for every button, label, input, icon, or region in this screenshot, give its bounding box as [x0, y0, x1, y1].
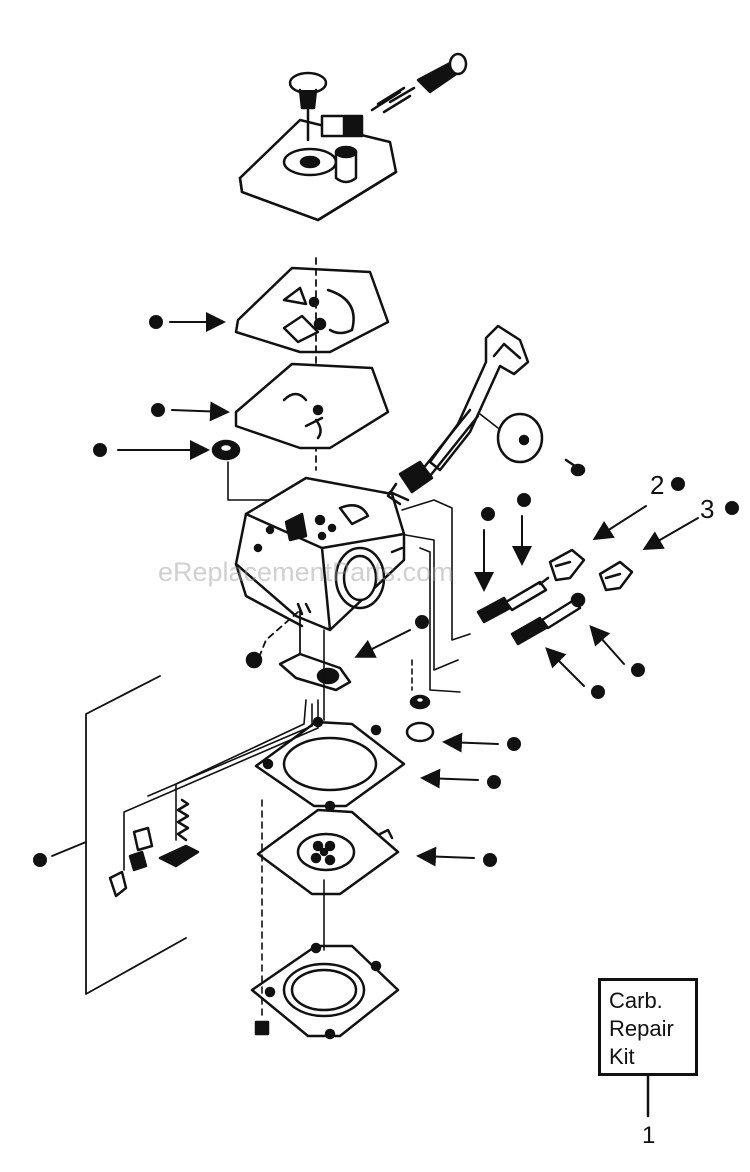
carb-repair-kit-label: Carb. Repair Kit — [609, 988, 674, 1069]
welch-plug — [405, 721, 435, 743]
callout-label-2: 2 — [650, 470, 665, 500]
callout-label-3: 3 — [700, 494, 715, 524]
low-speed-needle — [510, 592, 586, 646]
throttle-plate — [479, 412, 544, 464]
carb-repair-kit-box: Carb. Repair Kit — [598, 978, 698, 1076]
carburetor-body — [234, 476, 406, 632]
leader-arrows — [117, 312, 699, 867]
callout-dots — [33, 315, 739, 867]
metering-lever — [278, 629, 352, 721]
limiter-cap-2 — [548, 548, 586, 582]
metering-diaphragm — [256, 808, 400, 896]
pump-cover — [238, 118, 398, 222]
throttle-shaft — [386, 324, 530, 506]
primer-bulb — [288, 71, 328, 142]
metering-spring — [176, 798, 190, 842]
metering-lever-pin — [132, 826, 154, 852]
inlet-needle — [128, 850, 148, 872]
callout-label-1: 1 — [642, 1122, 656, 1149]
watermark-text: eReplacementParts.com — [158, 557, 454, 587]
high-speed-needle — [476, 576, 550, 624]
throttle-plate-screw — [564, 458, 586, 477]
pump-gasket — [234, 266, 390, 354]
limiter-cap-3 — [598, 560, 634, 592]
inlet-screen — [211, 439, 241, 461]
metering-cover — [250, 942, 400, 1040]
metering-gasket — [254, 716, 406, 812]
fuel-inlet-fitting — [320, 52, 468, 138]
pump-diaphragm — [234, 362, 390, 450]
lever-small — [158, 844, 200, 868]
check-valve — [108, 870, 128, 898]
needle-seat — [409, 659, 431, 710]
